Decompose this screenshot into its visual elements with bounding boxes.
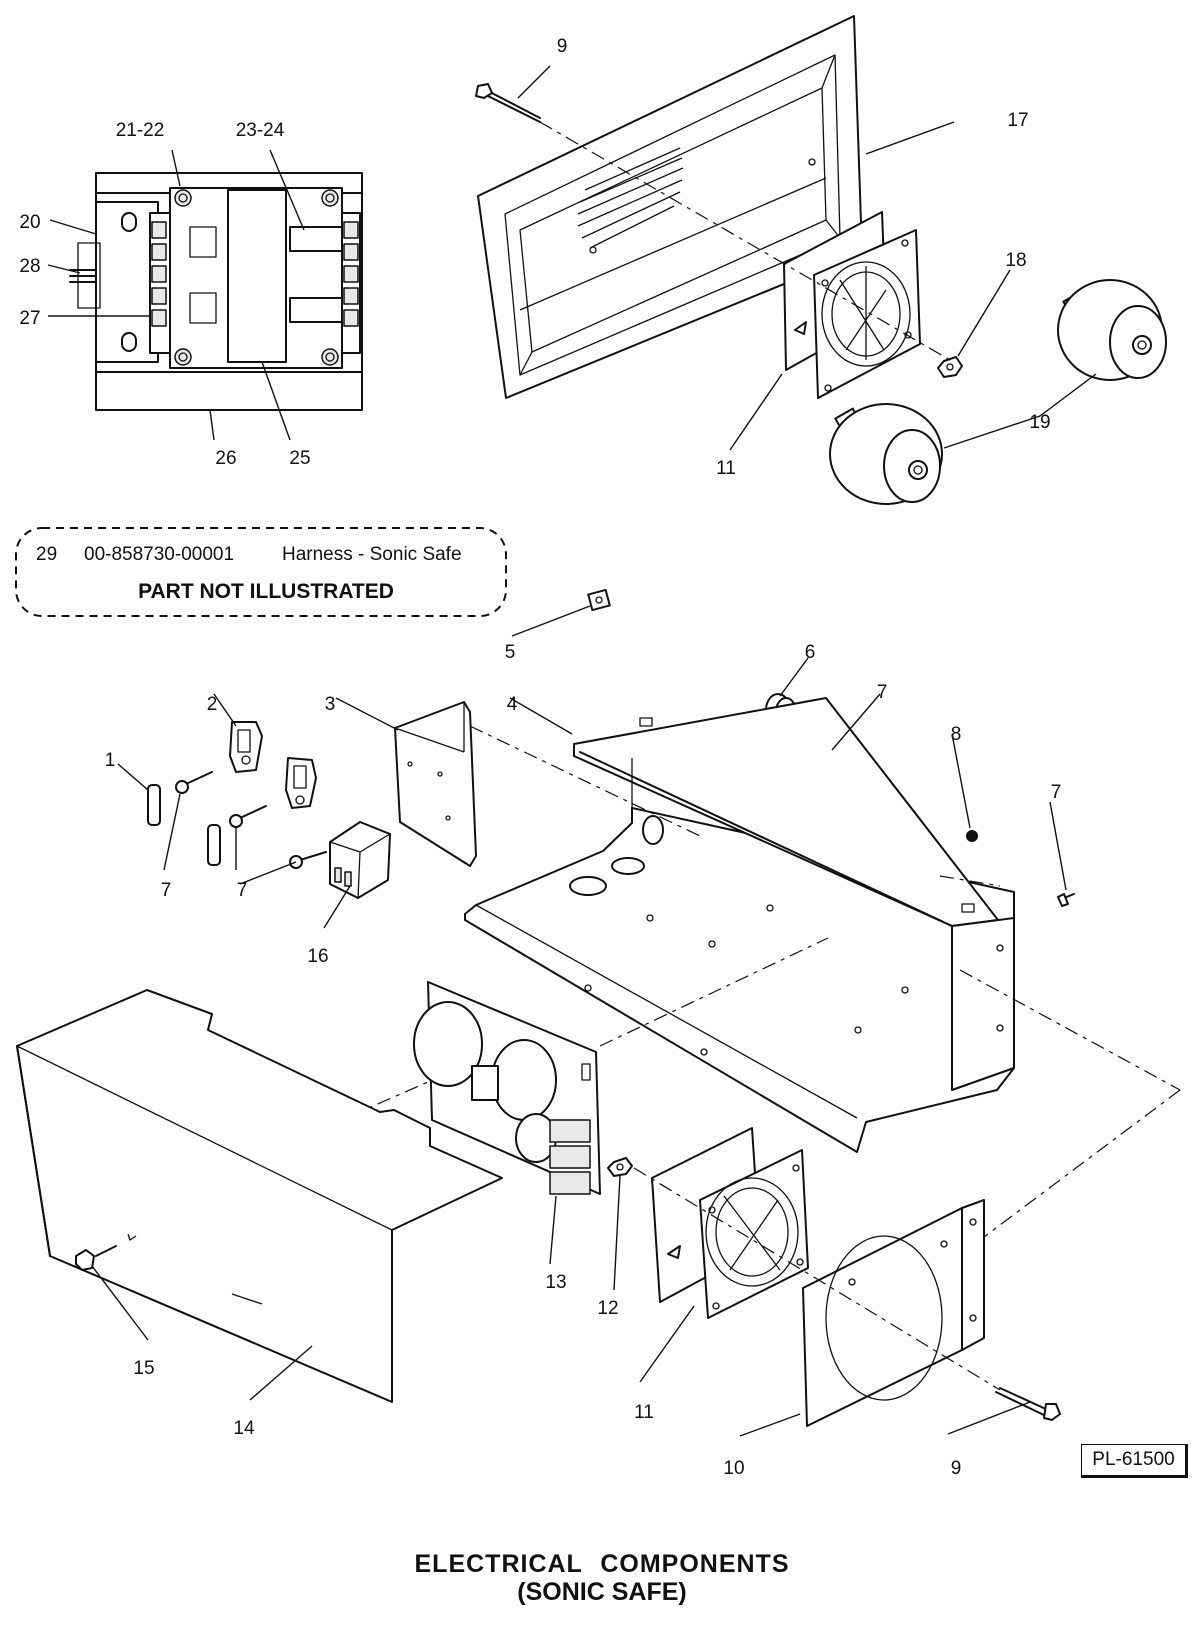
note-label: PART NOT ILLUSTRATED bbox=[138, 580, 394, 603]
motor-19a bbox=[1057, 279, 1167, 381]
long-screw-9-upper bbox=[475, 83, 951, 361]
callout-14: 14 bbox=[233, 1418, 255, 1439]
callout-9-bottom: 9 bbox=[951, 1458, 962, 1479]
callout-6: 6 bbox=[805, 642, 816, 663]
callout-17: 17 bbox=[1007, 110, 1028, 131]
drawing-title: ELECTRICAL COMPONENTS bbox=[414, 1550, 790, 1578]
callout-7-bottom: 7 bbox=[237, 880, 248, 901]
note-box bbox=[15, 527, 507, 617]
clip-nut-5 bbox=[587, 588, 611, 612]
callout-numbers: 9 17 18 19 11 21-22 23-24 20 28 27 26 25… bbox=[19, 36, 1061, 1479]
callout-11-bottom: 11 bbox=[634, 1402, 654, 1423]
callout-2: 2 bbox=[207, 694, 218, 715]
terminal-23-24 bbox=[289, 226, 343, 252]
callout-20: 20 bbox=[19, 212, 40, 233]
callout-28: 28 bbox=[19, 256, 40, 277]
callout-7-left: 7 bbox=[161, 880, 172, 901]
leader-lines bbox=[47, 65, 1097, 1437]
screw-7-right bbox=[1057, 893, 1075, 907]
callout-21-22: 21-22 bbox=[116, 120, 165, 141]
callout-8: 8 bbox=[951, 724, 962, 745]
callout-18: 18 bbox=[1005, 250, 1026, 271]
fan-lower-11 bbox=[651, 1127, 809, 1319]
note-description: Harness - Sonic Safe bbox=[282, 544, 462, 565]
drawing-subtitle: (SONIC SAFE) bbox=[517, 1578, 687, 1606]
grommet-8 bbox=[966, 830, 978, 842]
long-screw-9-lower bbox=[633, 1167, 1061, 1421]
housing-vents bbox=[577, 147, 684, 249]
note-item-number: 29 bbox=[36, 544, 57, 565]
nut-18 bbox=[937, 356, 963, 378]
callout-7-mid: 7 bbox=[877, 682, 888, 703]
note-part-number: 00-858730-00001 bbox=[84, 544, 234, 565]
transformer-detail bbox=[69, 172, 363, 411]
circuit-board-13 bbox=[349, 937, 829, 1195]
callout-25: 25 bbox=[289, 448, 310, 469]
callout-19: 19 bbox=[1029, 412, 1050, 433]
callout-12: 12 bbox=[597, 1298, 618, 1319]
callout-10: 10 bbox=[723, 1458, 744, 1479]
callout-3: 3 bbox=[325, 694, 336, 715]
callout-7-right: 7 bbox=[1051, 782, 1062, 803]
callout-9-top: 9 bbox=[557, 36, 568, 57]
callout-5: 5 bbox=[505, 642, 516, 663]
callout-4: 4 bbox=[507, 694, 518, 715]
callout-26: 26 bbox=[215, 448, 236, 469]
fan-bracket-10 bbox=[802, 1199, 985, 1427]
not-illustrated-note: 29 00-858730-00001 Harness - Sonic Safe … bbox=[15, 527, 507, 617]
bracket-3 bbox=[394, 701, 477, 867]
fuse-1 bbox=[147, 784, 221, 866]
callout-16: 16 bbox=[307, 946, 328, 967]
cover-14 bbox=[16, 989, 503, 1403]
callout-1: 1 bbox=[105, 750, 116, 771]
relay-16 bbox=[329, 821, 391, 899]
callout-15: 15 bbox=[133, 1358, 154, 1379]
plate-id-box: PL-61500 bbox=[1081, 1444, 1188, 1478]
screw-15 bbox=[75, 1245, 117, 1271]
callout-23-24: 23-24 bbox=[236, 120, 285, 141]
nut-12 bbox=[607, 1157, 633, 1177]
callout-27: 27 bbox=[19, 308, 40, 329]
fan-upper-11 bbox=[783, 211, 921, 399]
transformer-25 bbox=[227, 189, 287, 363]
fuse-clip-2 bbox=[229, 721, 317, 809]
callout-13: 13 bbox=[545, 1272, 566, 1293]
callout-11-top: 11 bbox=[716, 458, 736, 479]
motor-19b bbox=[829, 403, 943, 505]
